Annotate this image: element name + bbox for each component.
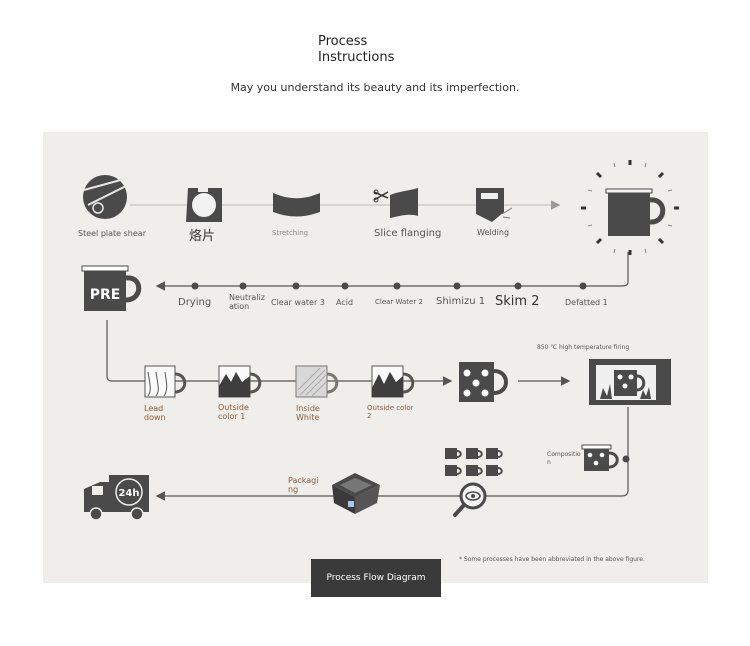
round-blank-icon — [186, 188, 222, 222]
diagram-panel — [43, 132, 708, 583]
inside-white-cup-icon — [295, 365, 339, 398]
pre-cup-icon — [81, 265, 142, 311]
slice-flanging-icon — [373, 188, 418, 218]
truck-badge: 24h — [118, 488, 139, 499]
title-line-1: Process — [318, 34, 368, 49]
label-slice-flanging: Slice flanging — [374, 228, 442, 239]
pre-badge: PRE — [90, 287, 121, 303]
label-shimizu-1: Shimizu 1 — [436, 296, 486, 307]
label-stretching: Stretching — [272, 229, 309, 237]
delivery-truck-icon — [84, 475, 149, 521]
outside-color-2-cup-icon — [371, 365, 415, 398]
inspection-magnifier-icon — [453, 482, 487, 517]
label-acid: Acid — [336, 298, 354, 307]
kiln-firing-icon — [589, 359, 671, 405]
row2-step-dots — [191, 282, 587, 290]
steel-plate-shear-icon — [83, 175, 129, 219]
decorated-cup-icon — [459, 362, 508, 402]
label-neutralization: Neutralization — [229, 293, 265, 311]
outside-color-1-cup-icon — [218, 365, 262, 398]
label-welding: Welding — [477, 228, 510, 237]
row4-connector — [155, 407, 629, 501]
label-firing: 850 ℃ high temperature firing — [537, 344, 630, 351]
page-subtitle: May you understand its beauty and its im… — [230, 81, 520, 94]
label-clear-water-2: Clear Water 2 — [375, 298, 423, 306]
stretching-icon — [273, 193, 320, 217]
label-packaging: Packaging — [288, 476, 319, 494]
label-outside-color-1: Outside color 1 — [218, 403, 249, 421]
label-chinese-step: 烙片 — [189, 229, 216, 244]
label-drying: Drying — [178, 297, 212, 308]
footnote: * Some processes have been abbreviated i… — [459, 556, 645, 563]
composition-dot — [622, 455, 630, 463]
packaging-box-icon — [332, 473, 380, 514]
label-outside-color-2: Outside color 2 — [367, 404, 414, 420]
cup-batch-icon — [445, 448, 503, 476]
welding-icon — [476, 188, 513, 222]
row3-connector — [106, 320, 453, 386]
label-defatted-1: Defatted 1 — [565, 298, 608, 307]
diagram-caption: Process Flow Diagram — [311, 559, 441, 597]
label-inside-white: Inside White — [296, 404, 320, 422]
finished-cup-icon — [581, 160, 679, 255]
lead-down-cup-icon — [144, 365, 187, 398]
title-line-2: Instructions — [318, 50, 395, 65]
page-title: Process Instructions — [318, 34, 394, 66]
label-composition: Composition — [547, 451, 581, 466]
label-lead-down: Lead down — [144, 404, 166, 422]
row2-connector — [155, 252, 629, 291]
composition-cup-icon — [581, 444, 619, 471]
label-steel-plate-shear: Steel plate shear — [78, 229, 146, 238]
label-skim-2: Skim 2 — [495, 294, 540, 309]
label-clear-water-3: Clear water 3 — [271, 298, 325, 307]
